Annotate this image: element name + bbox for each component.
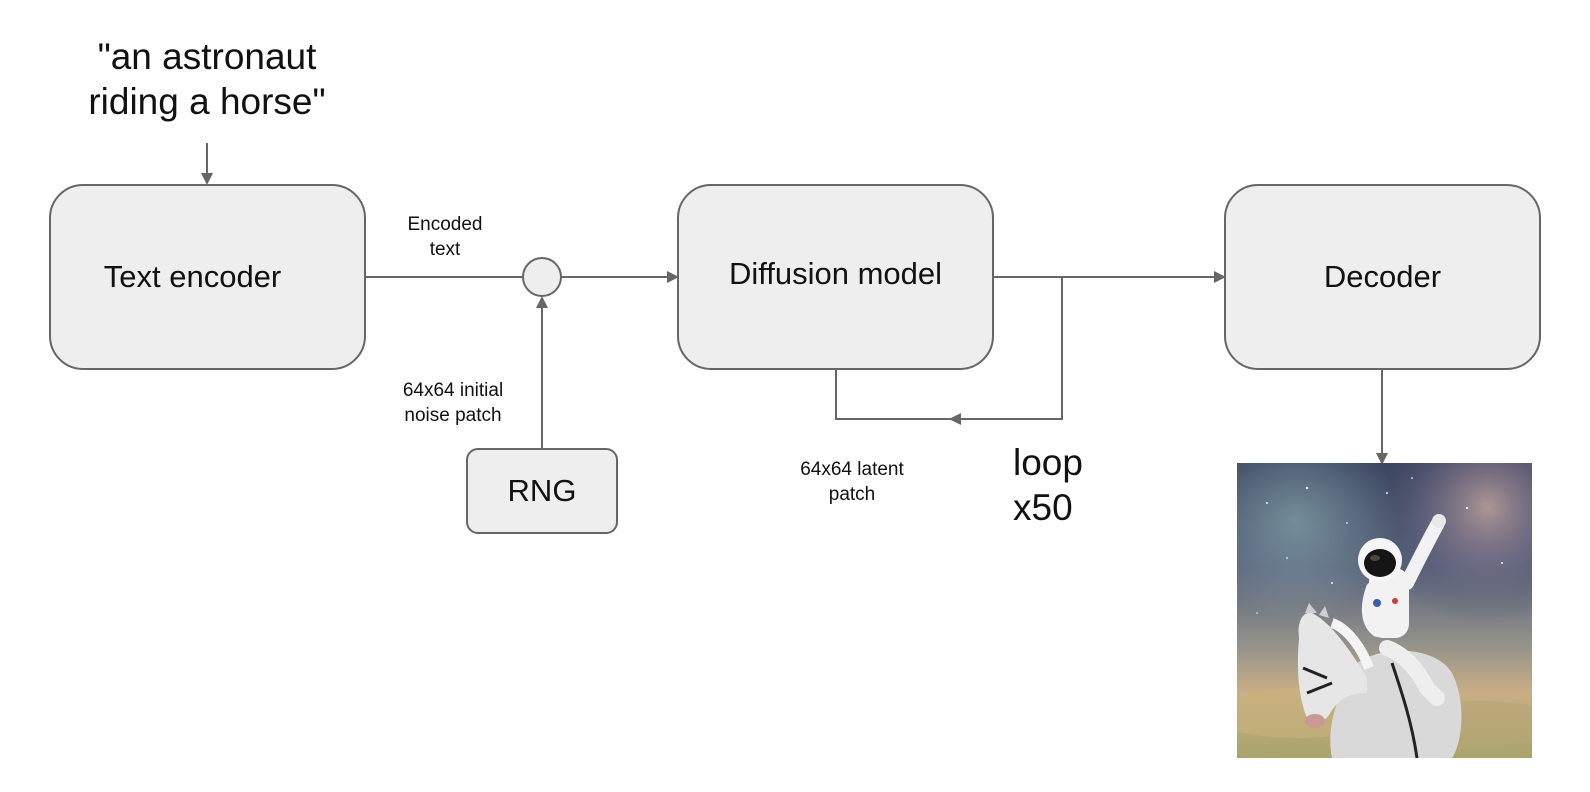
rng-label: RNG (507, 473, 577, 508)
noise-line-2: noise patch (404, 405, 502, 426)
latent-line-2: patch (828, 484, 876, 505)
noise-line-1: 64x64 initial (402, 380, 504, 401)
diffusion-model-label: Diffusion model (728, 256, 943, 291)
text-encoder-box: Text encoder (49, 184, 366, 370)
diffusion-model-box: Diffusion model (677, 184, 994, 370)
encoded-text-label: Encoded text (385, 212, 505, 262)
combine-node (522, 257, 562, 297)
output-image-illustration (1237, 463, 1532, 758)
loop-line-2: x50 (1013, 487, 1073, 528)
latent-patch-label: 64x64 latent patch (777, 457, 927, 507)
latent-line-1: 64x64 latent (800, 459, 904, 480)
loop-count-label: loop x50 (1013, 440, 1123, 530)
decoder-box: Decoder (1224, 184, 1541, 370)
text-encoder-label: Text encoder (103, 259, 282, 294)
loop-line-1: loop (1013, 442, 1083, 483)
rng-box: RNG (466, 448, 618, 534)
prompt-line-1: "an astronaut (97, 36, 317, 77)
decoder-label: Decoder (1323, 259, 1442, 294)
astronaut-riding-horse-image (1237, 463, 1532, 758)
prompt-line-2: riding a horse" (88, 81, 326, 122)
encoded-text-line-2: text (429, 239, 461, 260)
encoded-text-line-1: Encoded (407, 214, 483, 235)
prompt-text: "an astronaut riding a horse" (82, 34, 332, 124)
noise-patch-label: 64x64 initial noise patch (383, 378, 523, 428)
